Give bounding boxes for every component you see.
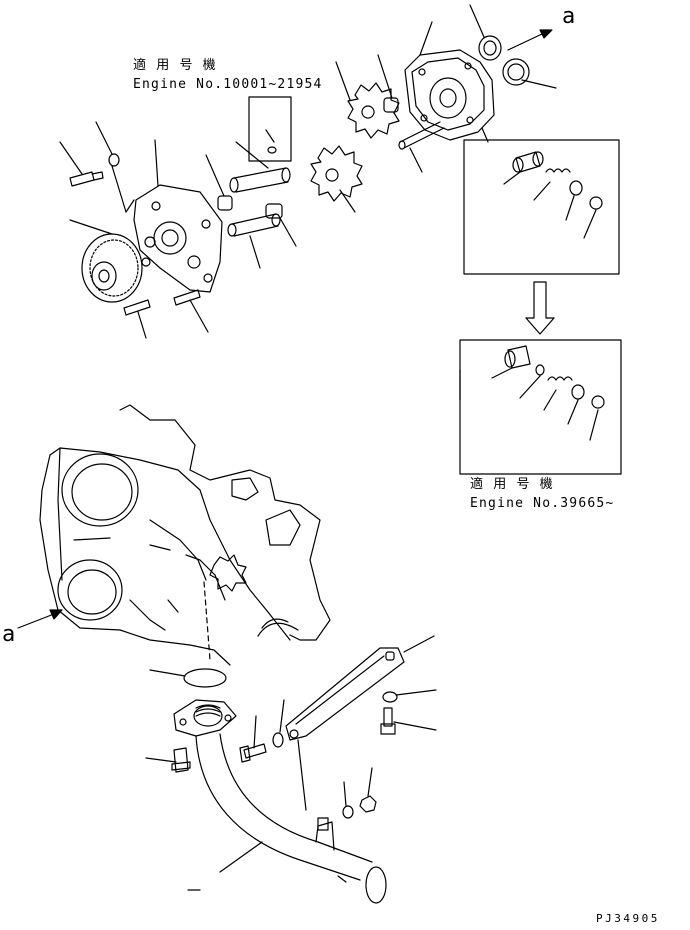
alignment-dashed-line	[203, 581, 211, 661]
relief-valve-detail-box-new	[459, 339, 622, 475]
drive-gear	[69, 219, 143, 303]
arrow-to-block	[17, 609, 63, 629]
impeller-lower	[310, 145, 363, 213]
shaft	[398, 121, 445, 173]
applicability-label-top-jp: 適 用 号 機	[133, 58, 217, 73]
pipe-washer	[272, 699, 285, 748]
suction-pipe	[173, 699, 387, 904]
bracket-bolt	[380, 707, 437, 735]
pump-housing	[404, 21, 495, 141]
callout-a-left: a	[2, 622, 16, 647]
relief-valve-detail-box-old	[463, 127, 620, 275]
drawing-code: PJ34905	[596, 912, 660, 925]
transition-arrow-down	[525, 281, 555, 335]
bushing	[377, 54, 399, 113]
pipe-bolt-left	[145, 747, 191, 773]
lower-nut	[359, 767, 377, 813]
pump-cover	[133, 139, 223, 293]
seal-ring-1	[469, 4, 502, 61]
o-ring	[149, 668, 227, 688]
bolt-and-washer-top	[59, 121, 135, 213]
sleeve-pipes	[205, 141, 297, 269]
lower-washer	[342, 781, 354, 819]
engine-block	[39, 404, 331, 666]
impeller-upper	[335, 61, 400, 139]
seal-ring-2	[502, 58, 557, 89]
applicability-label-bottom-jp: 適 用 号 機	[470, 477, 554, 492]
pin-detail-frame	[248, 96, 292, 162]
bracket-washer	[382, 689, 437, 703]
callout-a-top: a	[562, 4, 576, 29]
support-bracket	[285, 635, 435, 811]
applicability-range-top: Engine No.10001~21954	[133, 77, 323, 92]
applicability-range-bottom: Engine No.39665~	[470, 496, 615, 511]
bolts-lower-cover	[123, 289, 209, 339]
pipe-bolt-center	[239, 715, 267, 763]
arrow-to-a	[507, 29, 553, 51]
